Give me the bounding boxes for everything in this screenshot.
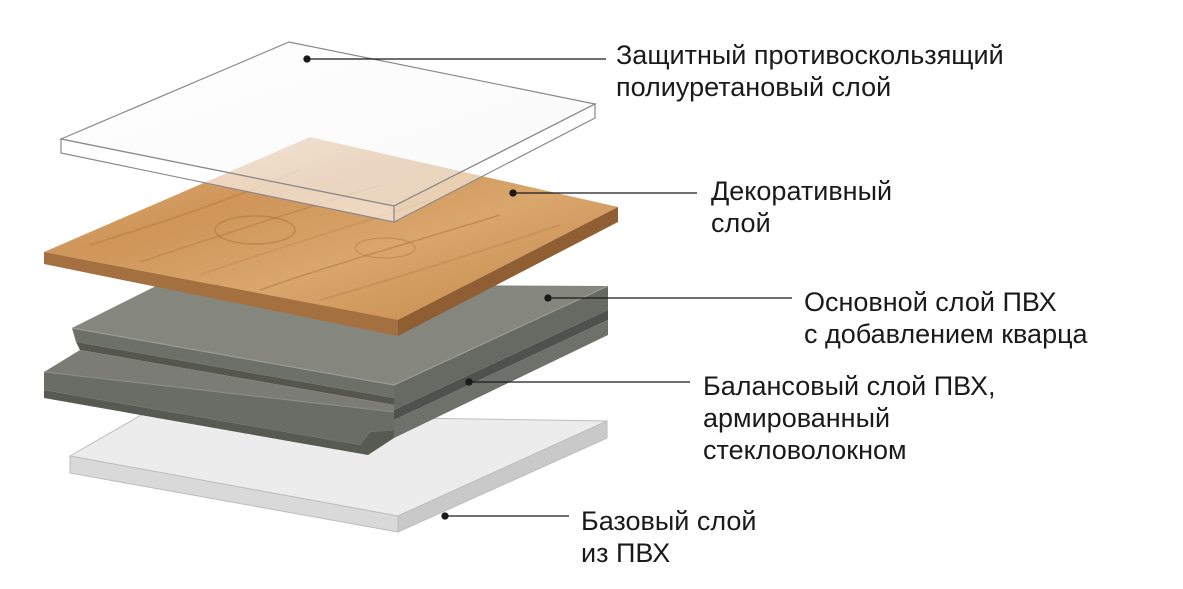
label-core-line-1: Основной слой ПВХ bbox=[804, 287, 1057, 317]
label-core-line-2: с добавлением кварца bbox=[804, 319, 1088, 349]
label-balance-line-2: армированный bbox=[703, 403, 891, 433]
leader-dot-decorative bbox=[509, 189, 517, 197]
label-balance-layer: Балансовый слой ПВХ, армированный стекло… bbox=[703, 370, 995, 466]
label-core-layer: Основной слой ПВХ с добавлением кварца bbox=[804, 286, 1088, 350]
leader-dot-base bbox=[441, 512, 449, 520]
base-layer bbox=[68, 413, 608, 533]
leader-dot-core bbox=[544, 294, 552, 302]
label-decorative-line-1: Декоративный bbox=[711, 176, 893, 206]
leader-lines bbox=[303, 55, 792, 520]
label-base-line-1: Базовый слой bbox=[581, 506, 757, 536]
label-decorative-layer: Декоративный слой bbox=[711, 175, 892, 239]
label-decorative-line-2: слой bbox=[711, 208, 771, 238]
leader-dot-protective bbox=[303, 55, 311, 63]
protective-layer bbox=[58, 41, 597, 223]
label-protective-layer: Защитный противоскользящий полиуретановы… bbox=[616, 39, 1004, 103]
leader-dot-balance bbox=[465, 378, 473, 386]
decorative-layer bbox=[44, 137, 618, 336]
label-balance-line-1: Балансовый слой ПВХ, bbox=[703, 371, 996, 401]
label-protective-line-2: полиуретановый слой bbox=[616, 72, 892, 102]
label-protective-line-1: Защитный противоскользящий bbox=[616, 40, 1004, 70]
core-layer bbox=[43, 284, 609, 455]
label-balance-line-3: стекловолокном bbox=[703, 435, 907, 465]
label-base-layer: Базовый слой из ПВХ bbox=[581, 505, 757, 569]
label-base-line-2: из ПВХ bbox=[581, 538, 671, 568]
